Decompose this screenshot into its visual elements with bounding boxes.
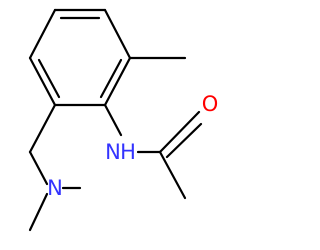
ring-bond-top-left [28,8,57,60]
ring-bond-bottom-left [28,56,57,107]
structure-diagram: N N H O [28,8,219,232]
amide-nitrogen-label: N [105,140,121,164]
ch2-n-bond [28,150,49,186]
benzyl-bond [28,103,57,154]
amide-hydrogen-label: H [120,140,136,164]
carbonyl-double-bond-inner [165,122,203,159]
carbonyl-double-bond-outer [158,110,201,154]
ring-bond-top-right [103,8,132,60]
ring-inner-bond-left [37,58,61,99]
ring-inner-bond-right [99,58,123,99]
carbonyl-oxygen-label: O [202,92,219,116]
n-methyl-down-bond [28,192,49,232]
ring-bond-bottom-right [103,56,132,107]
acetyl-methyl-bond [158,150,187,200]
amine-nitrogen-label: N [47,176,63,200]
aryl-n-bond [103,103,123,137]
